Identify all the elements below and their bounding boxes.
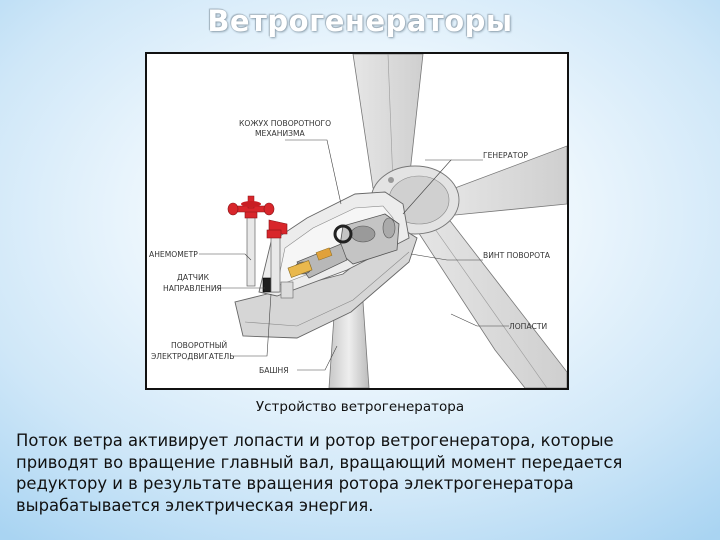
anemometer-post xyxy=(246,215,256,287)
paragraph-line: редуктору и в результате вращения ротора… xyxy=(16,474,574,493)
paragraph-line: вырабатывается электрическая энергия. xyxy=(16,495,374,515)
slide-title: Ветрогенераторы xyxy=(207,4,513,38)
label-blades: ЛОПАСТИ xyxy=(509,322,547,331)
label-yaw-screw: ВИНТ ПОВОРОТА xyxy=(483,251,551,260)
label-sensor-line1: ДАТЧИК xyxy=(177,273,210,282)
coil xyxy=(333,224,353,244)
label-tower: БАШНЯ xyxy=(259,366,289,375)
diagram-caption: Устройство ветрогенератора xyxy=(255,399,465,415)
label-anemometer: АНЕМОМЕТР xyxy=(149,250,198,259)
label-generator: ГЕНЕРАТОР xyxy=(483,151,528,160)
wind-vane-post xyxy=(270,231,281,293)
label-motor-line2: ЭЛЕКТРОДВИГАТЕЛЬ xyxy=(151,352,234,361)
paragraph-line: приводят во вращение главный вал, вращаю… xyxy=(16,452,623,472)
wind-turbine-illustration: КОЖУХ ПОВОРОТНОГО МЕХАНИЗМА ГЕНЕРАТОР АН… xyxy=(149,54,567,388)
label-cover-line1: КОЖУХ ПОВОРОТНОГО xyxy=(239,119,331,128)
wind-turbine-diagram: КОЖУХ ПОВОРОТНОГО МЕХАНИЗМА ГЕНЕРАТОР АН… xyxy=(145,52,569,390)
label-motor-line1: ПОВОРОТНЫЙ xyxy=(171,341,227,350)
label-sensor-line2: НАПРАВЛЕНИЯ xyxy=(163,284,222,293)
paragraph-line: Поток ветра активирует лопасти и ротор в… xyxy=(16,431,614,450)
label-cover-line2: МЕХАНИЗМА xyxy=(255,129,306,138)
description-paragraph: Поток ветра активирует лопасти и ротор в… xyxy=(16,430,712,516)
